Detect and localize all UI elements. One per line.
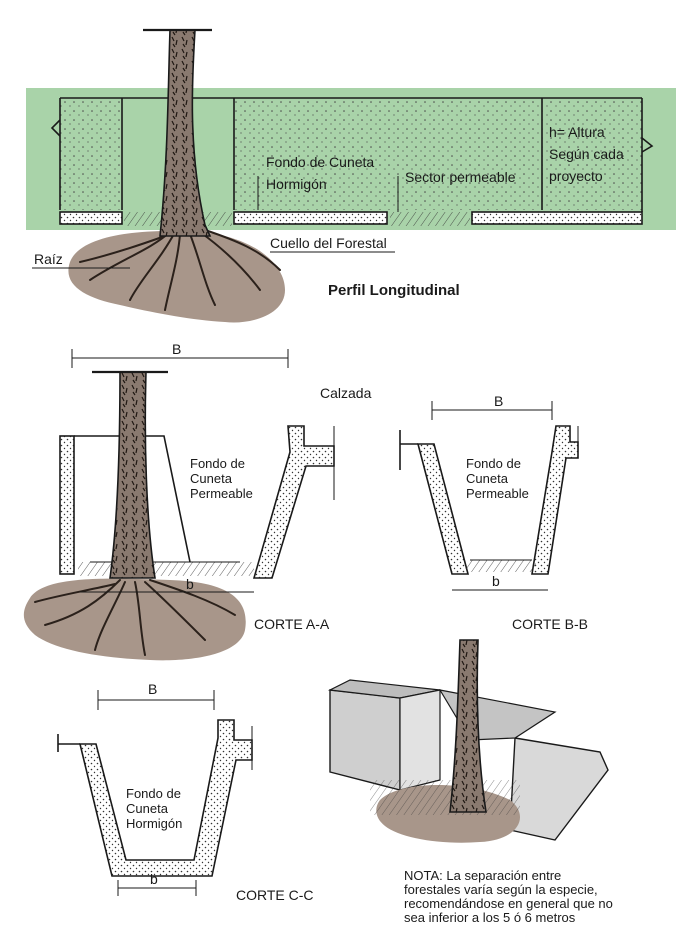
corte-bb: B b Fondo de Cuneta Permeable CORTE B-B	[399, 393, 588, 632]
title-perfil: Perfil Longitudinal	[328, 282, 460, 299]
wall-left-aa	[59, 435, 75, 575]
trunk-aa	[109, 371, 156, 579]
trunk-persp	[449, 639, 487, 813]
stipple-mid	[234, 98, 540, 210]
label-altura-3: proyecto	[549, 168, 603, 184]
root-soil	[68, 230, 285, 323]
label-altura-1: h= Altura	[549, 124, 605, 140]
label-fondo-cc-1: Fondo de	[126, 786, 181, 801]
break-right	[641, 137, 654, 153]
permeable-base-aa	[78, 562, 254, 576]
channel-cc	[78, 719, 253, 877]
label-fondo-bb-1: Fondo de	[466, 456, 521, 471]
wall-left-bb	[416, 443, 470, 575]
title-corte-cc: CORTE C-C	[236, 887, 314, 903]
label-B-bb: B	[494, 393, 503, 409]
permeable-hatch-2	[390, 212, 470, 226]
label-raiz: Raíz	[34, 251, 63, 267]
stipple-right	[542, 98, 642, 210]
label-b-aa: b	[186, 576, 194, 592]
cuneta-outline	[59, 97, 643, 212]
perspective-sketch	[327, 639, 609, 843]
roots-aa	[34, 579, 236, 656]
label-sector-permeable: Sector permeable	[405, 169, 516, 185]
fondo-strip-left	[59, 211, 123, 225]
label-fondo-bb-3: Permeable	[466, 486, 529, 501]
label-B-aa: B	[172, 341, 181, 357]
corte-cc: B b Fondo de Cuneta Hormigón CORTE C-C	[57, 681, 314, 903]
persp-wall-inner	[399, 689, 441, 791]
fondo-strip-right	[471, 211, 643, 225]
label-fondo-aa-1: Fondo de	[190, 456, 245, 471]
label-fondo-hormigon-2: Hormigón	[266, 176, 327, 192]
wall-right-bb	[531, 425, 579, 575]
trunk-perfil	[159, 29, 212, 237]
root-soil-aa	[23, 578, 246, 661]
title-corte-bb: CORTE B-B	[512, 616, 588, 632]
nota-line-2: forestales varía según la especie,	[404, 882, 598, 897]
label-altura-2: Según cada	[549, 146, 624, 162]
persp-wall-right	[509, 737, 609, 841]
corte-aa: B Calzada b Fondo de Cuneta Permeable CO…	[23, 341, 372, 661]
label-cuello: Cuello del Forestal	[270, 235, 387, 251]
nota-line-1: NOTA: La separación entre	[404, 868, 561, 883]
break-left	[50, 119, 61, 137]
title-corte-aa: CORTE A-A	[254, 616, 330, 632]
label-fondo-cc-3: Hormigón	[126, 816, 182, 831]
nota-line-4: sea inferior a los 5 ó 6 metros	[404, 910, 576, 925]
permeable-base-bb	[466, 560, 536, 572]
perfil-longitudinal: Fondo de Cuneta Hormigón Sector permeabl…	[26, 28, 676, 323]
persp-wall-left	[329, 689, 401, 791]
fondo-strip-mid	[233, 211, 388, 225]
wall-right-aa	[252, 425, 335, 579]
label-fondo-bb-2: Cuneta	[466, 471, 509, 486]
nota: NOTA: La separación entre forestales var…	[404, 868, 613, 925]
label-fondo-aa-3: Permeable	[190, 486, 253, 501]
roots-perfil	[79, 229, 281, 311]
label-b-cc: b	[150, 871, 158, 887]
label-fondo-cc-2: Cuneta	[126, 801, 169, 816]
label-b-bb: b	[492, 573, 500, 589]
label-fondo-aa-2: Cuneta	[190, 471, 233, 486]
nota-line-3: recomendándose en general que no	[404, 896, 613, 911]
slope-line-aa	[74, 435, 191, 563]
label-fondo-hormigon-1: Fondo de Cuneta	[266, 154, 374, 170]
label-calzada: Calzada	[320, 385, 372, 401]
persp-ground-hatch	[370, 780, 520, 815]
stipple-left	[60, 98, 122, 210]
label-B-cc: B	[148, 681, 157, 697]
